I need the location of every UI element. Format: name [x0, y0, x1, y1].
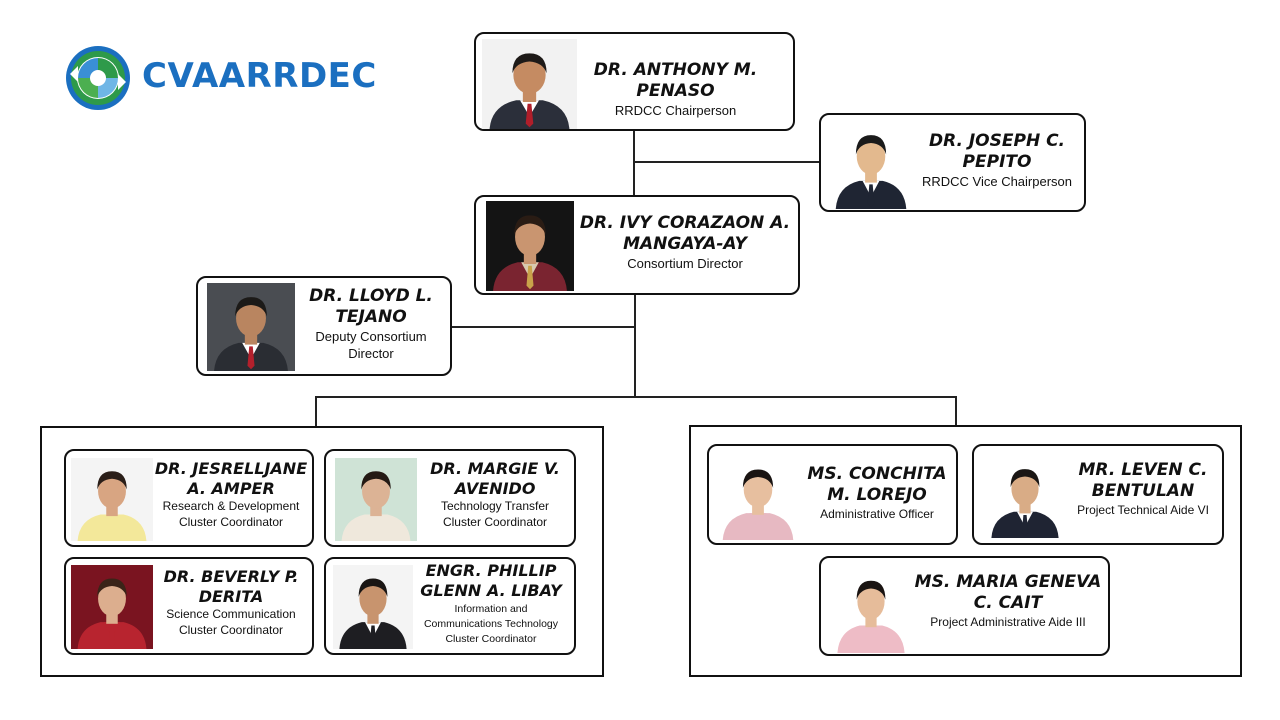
connector-director-down: [634, 294, 636, 398]
role-vice-chairperson: RRDCC Vice Chairperson: [921, 174, 1073, 190]
photo-lorejo: [716, 456, 800, 540]
name-libay-l1: ENGR. PHILLIP: [425, 561, 557, 580]
name-cait-l1: MS. MARIA GENEVA: [914, 572, 1102, 592]
card-ict[interactable]: ENGR. PHILLIP GLENN A. LIBAY Information…: [324, 557, 576, 655]
name-cait-l2: C. CAIT: [973, 592, 1043, 613]
brand-name: CVAARRDEC: [142, 56, 377, 96]
role-derita-l2: Cluster Coordinator: [178, 622, 284, 637]
name-avenido-l2: AVENIDO: [454, 478, 536, 498]
card-administrative-officer[interactable]: MS. CONCHITA M. LOREJO Administrative Of…: [707, 444, 958, 545]
photo-vice-chairperson: [829, 121, 913, 209]
name-director-l1: DR. IVY CORAZAON A.: [579, 213, 791, 233]
photo-derita: [71, 565, 153, 649]
card-vice-chairperson[interactable]: DR. JOSEPH C. PEPITO RRDCC Vice Chairper…: [819, 113, 1086, 212]
role-cait: Project Administrative Aide III: [930, 615, 1086, 630]
photo-libay: [333, 565, 413, 649]
name-chairperson: DR. ANTHONY M. PENASO: [593, 60, 758, 101]
photo-deputy-director: [207, 283, 295, 371]
photo-avenido: [335, 458, 417, 541]
name-amper-l2: A. AMPER: [187, 478, 275, 498]
name-amper-l1: DR. JESRELLJANE: [154, 459, 308, 478]
name-lorejo-l2: M. LOREJO: [827, 484, 927, 505]
card-consortium-director[interactable]: DR. IVY CORAZAON A. MANGAYA-AY Consortiu…: [474, 195, 800, 295]
role-deputy-l1: Deputy Consortium: [315, 329, 427, 345]
role-amper-l2: Cluster Coordinator: [178, 514, 284, 529]
connector-vice: [634, 161, 821, 163]
role-libay-l2: Communications Technology: [423, 618, 559, 631]
photo-bentulan: [985, 456, 1065, 538]
photo-consortium-director: [486, 201, 574, 291]
role-avenido-l2: Cluster Coordinator: [442, 514, 548, 529]
name-deputy-l1: DR. LLOYD L.: [309, 286, 433, 306]
name-bentulan-l2: BENTULAN: [1091, 480, 1195, 501]
name-director-l2: MANGAYA-AY: [623, 233, 747, 254]
name-deputy-l2: TEJANO: [335, 306, 407, 327]
card-research-development[interactable]: DR. JESRELLJANE A. AMPER Research & Deve…: [64, 449, 314, 547]
name-bentulan-l1: MR. LEVEN C.: [1078, 460, 1208, 480]
name-avenido-l1: DR. MARGIE V.: [430, 459, 560, 478]
role-amper-l1: Research & Development: [162, 499, 300, 514]
name-libay-l2: GLENN A. LIBAY: [420, 580, 562, 600]
photo-cait: [831, 567, 911, 653]
name-derita-l1: DR. BEVERLY P.: [163, 567, 299, 586]
photo-amper: [71, 458, 153, 541]
connector-right-drop: [955, 396, 957, 427]
role-avenido-l1: Technology Transfer: [440, 499, 550, 514]
role-deputy-l2: Director: [348, 346, 394, 362]
name-vice-l1: DR. JOSEPH C.: [928, 131, 1066, 151]
card-administrative-aide[interactable]: MS. MARIA GENEVA C. CAIT Project Adminis…: [819, 556, 1110, 656]
card-technology-transfer[interactable]: DR. MARGIE V. AVENIDO Technology Transfe…: [324, 449, 576, 547]
name-vice-l2: PEPITO: [962, 151, 1032, 172]
connector-chair-director: [633, 130, 635, 197]
connector-deputy: [451, 326, 635, 328]
name-derita-l2: DERITA: [198, 586, 264, 606]
role-lorejo: Administrative Officer: [820, 507, 934, 522]
role-derita-l1: Science Communication: [166, 607, 296, 622]
card-deputy-director[interactable]: DR. LLOYD L. TEJANO Deputy Consortium Di…: [196, 276, 452, 376]
name-lorejo-l1: MS. CONCHITA: [807, 464, 947, 484]
role-libay-l1: Information and: [454, 603, 528, 616]
photo-chairperson: [482, 39, 577, 129]
card-science-communication[interactable]: DR. BEVERLY P. DERITA Science Communicat…: [64, 557, 314, 655]
role-libay-l3: Cluster Coordinator: [445, 633, 537, 646]
card-technical-aide[interactable]: MR. LEVEN C. BENTULAN Project Technical …: [972, 444, 1224, 545]
cvaarrdec-logo-icon: [64, 44, 132, 112]
connector-left-drop: [315, 396, 317, 427]
role-bentulan: Project Technical Aide VI: [1077, 503, 1209, 518]
role-consortium-director: Consortium Director: [627, 256, 743, 272]
connector-horizontal-split: [315, 396, 957, 398]
card-chairperson[interactable]: DR. ANTHONY M. PENASO RRDCC Chairperson: [474, 32, 795, 131]
role-chairperson: RRDCC Chairperson: [614, 103, 737, 119]
